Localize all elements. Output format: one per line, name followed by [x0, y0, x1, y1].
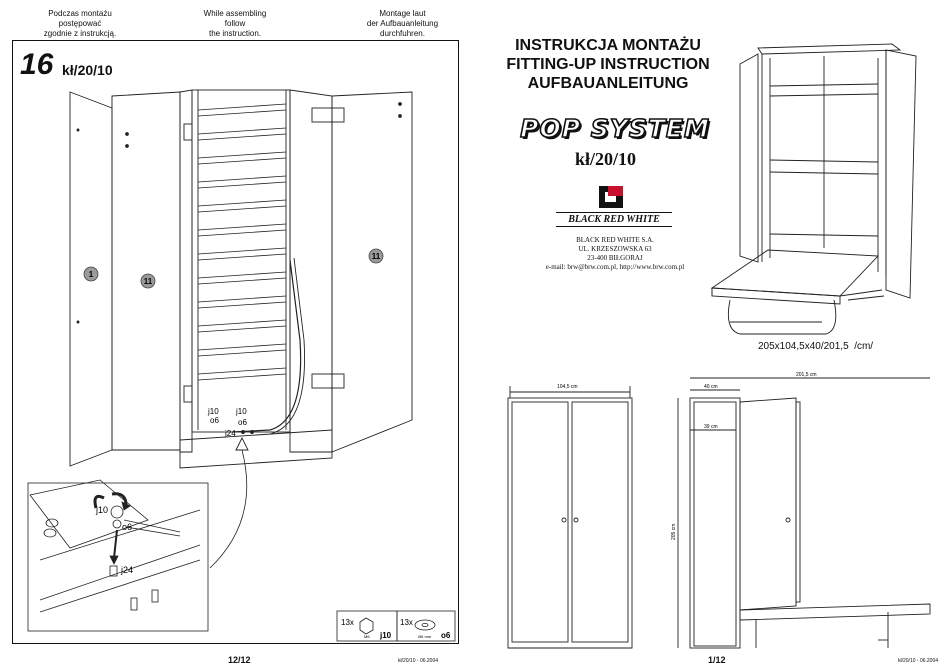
hw-label-j10b: j10: [235, 407, 247, 416]
parts-qty-j10: 13x: [341, 618, 354, 627]
brand-logo-mark: [599, 186, 623, 208]
header-de: Montage laut der Aufbauanleitung durchfu…: [366, 9, 439, 38]
inset-label-j24: j24: [120, 565, 133, 575]
company-name: BLACK RED WHITE S.A.: [576, 236, 654, 244]
header-pl: Podczas montażu postępować zgodnie z ins…: [43, 9, 117, 38]
part-label-11b: 11: [372, 252, 381, 261]
dim-width: 104,5 cm: [557, 384, 578, 390]
parts-code-o6: o6: [441, 631, 451, 640]
hw-label-j10a: j10: [207, 407, 219, 416]
right-doc-code: kł/20/10 - 06.2004: [898, 658, 939, 664]
part-marker-11a: [140, 273, 156, 289]
header-en: While assembling follow the instruction.: [203, 9, 267, 38]
left-doc-code: kł/20/10 - 06.2004: [398, 658, 439, 664]
main-title: INSTRUKCJA MONTAŻU FITTING-UP INSTRUCTIO…: [506, 37, 710, 92]
step-number: 16: [20, 48, 54, 81]
hw-label-j24: j24: [224, 429, 236, 438]
hw-label-o6b: o6: [238, 418, 247, 427]
inset-label-j10: j10: [95, 505, 108, 515]
parts-size-j10: M6: [364, 634, 370, 639]
part-marker-11b: [368, 248, 384, 264]
inset-label-o6: o6: [122, 522, 132, 532]
right-page-number: 1/12: [708, 655, 726, 665]
part-marker-1: [83, 266, 99, 282]
dim-height: 205 cm: [671, 524, 677, 540]
assembly-illustration: 1 11 11 j10 o6 j10 o6 j24 j10 o6 j24 13x…: [27, 89, 456, 642]
company-info: BLACK RED WHITE S.A. UL. KRZESZOWSKA 63 …: [500, 236, 730, 272]
parts-size-o6: Ø6 mm: [418, 634, 432, 639]
parts-qty-o6: 13x: [400, 618, 413, 627]
parts-code-j10: j10: [379, 631, 392, 640]
product-drawings: 104,5 cm 40 cm 201,5 cm 39 cm 205 cm: [507, 43, 931, 649]
overall-dimensions: 205x104,5x40/201,5 /cm/: [758, 341, 874, 352]
company-contact: e-mail: brw@brw.com.pl, http://www.brw.c…: [545, 263, 685, 271]
dim-inner: 39 cm: [704, 424, 718, 430]
company-city: 23-400 BIŁGORAJ: [587, 254, 643, 262]
dim-length: 201,5 cm: [796, 372, 817, 378]
step-frame: [12, 40, 459, 644]
product-model-code: kł/20/10: [575, 149, 637, 169]
brand-logo-text: BLACK RED WHITE: [556, 212, 672, 227]
left-page-number: 12/12: [228, 655, 251, 665]
part-label-1: 1: [89, 270, 94, 279]
part-label-11a: 11: [144, 277, 153, 286]
company-street: UL. KRZESZOWSKA 63: [578, 245, 652, 253]
product-name: POP SYSTEM: [519, 113, 710, 144]
step-model-code: kł/20/10: [62, 62, 113, 78]
dim-depth: 40 cm: [704, 384, 718, 390]
hw-label-o6a: o6: [210, 416, 219, 425]
